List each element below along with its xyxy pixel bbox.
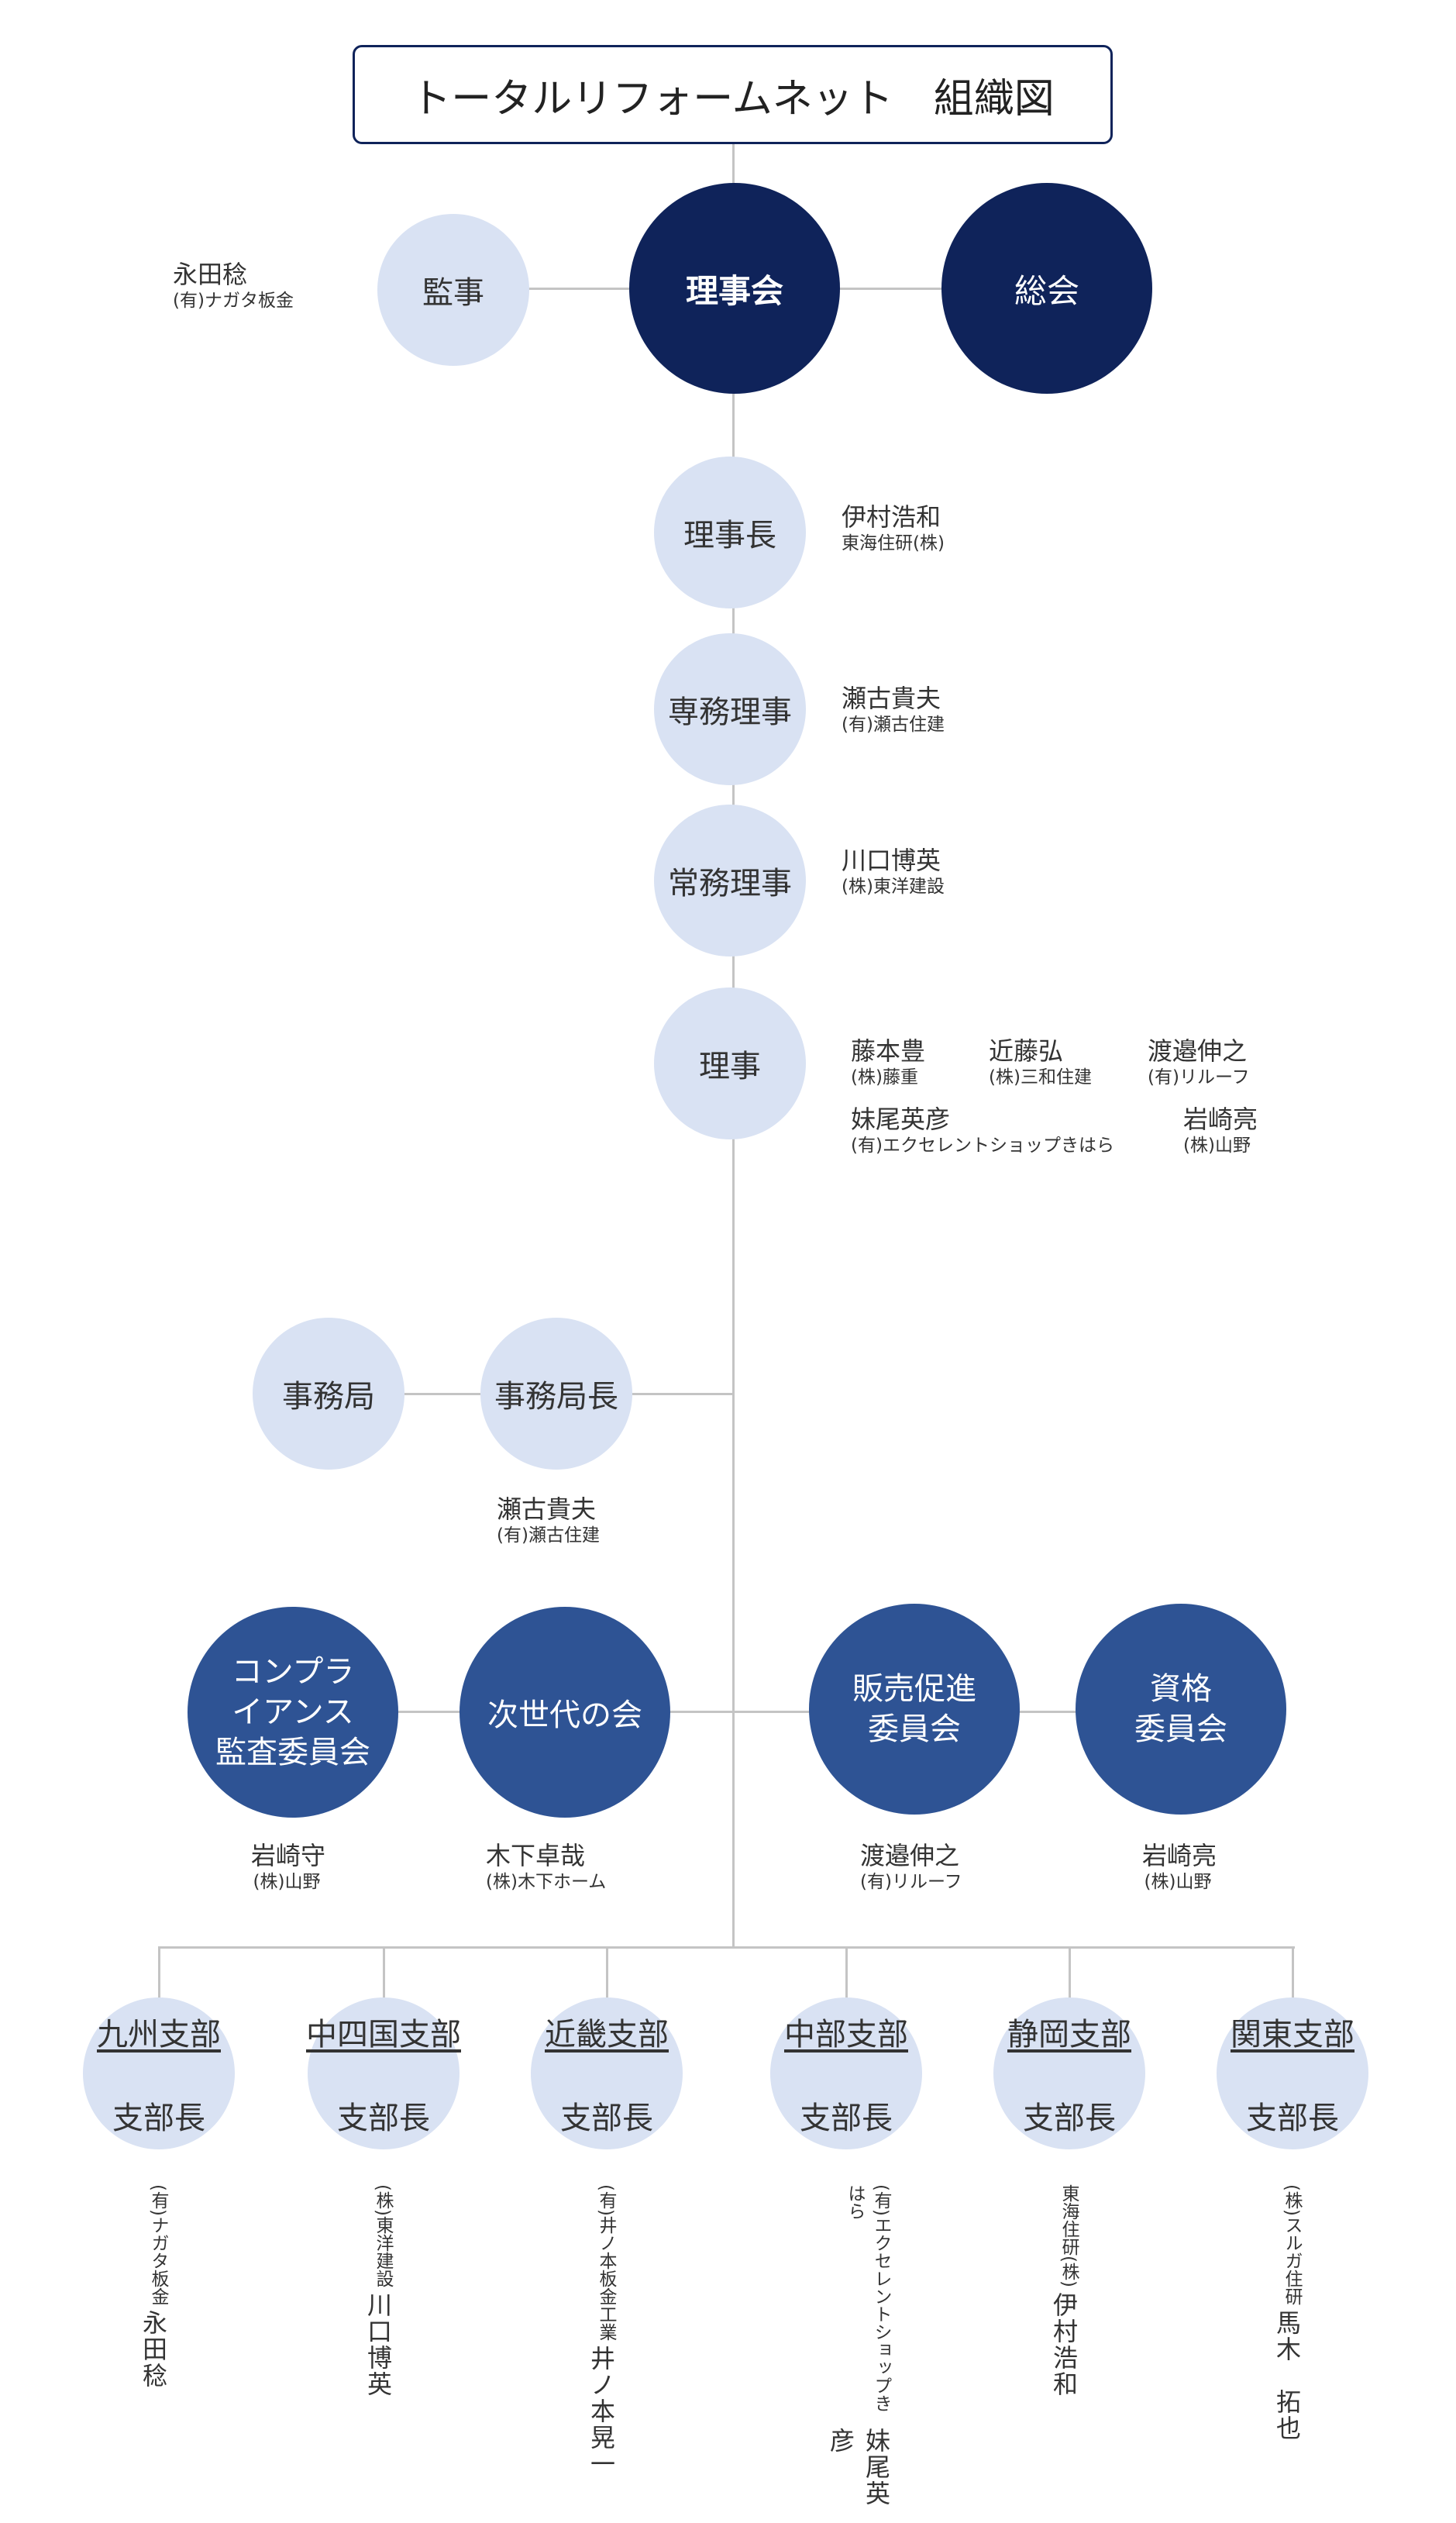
next-generation-node: 次世代の会 xyxy=(460,1607,670,1818)
director-company: (有)エクセレントショップきはら xyxy=(851,1136,1114,1156)
committee-label: 監査委員会 xyxy=(215,1735,370,1770)
committee-label: 販売促進 xyxy=(852,1671,976,1707)
branch-head-person: 東海住研(株) 伊村浩和 xyxy=(1046,2184,1082,2397)
branch-title[interactable]: 関東支部 xyxy=(1231,2017,1354,2053)
assembly-node: 総会 xyxy=(941,183,1152,394)
committee-chair-company: (株)木下ホーム xyxy=(486,1872,607,1892)
branch-drop-line xyxy=(158,1946,160,2001)
committee-chair-company: (株)山野 xyxy=(1144,1872,1212,1892)
branch-head-person: (株)東洋建設川口博英 xyxy=(360,2184,396,2397)
committee-chair-name: 岩崎亮 xyxy=(1141,1841,1217,1870)
branch-head-label: 支部長 xyxy=(1023,2101,1116,2136)
executive-director-name: 瀬古貴夫 xyxy=(842,684,941,713)
branch-node xyxy=(993,1997,1145,2149)
branch-head-person: (有)井ノ本板金工業井ノ本晃一 xyxy=(583,2184,619,2477)
branch-node xyxy=(770,1997,922,2149)
branch-drop-line xyxy=(1069,1946,1071,2001)
branch-head-company: (株)東洋建設 xyxy=(373,2184,393,2287)
auditor-node: 監事 xyxy=(377,214,529,366)
branch-head-person: (有)エクセレントショップきはら妹尾英彦 xyxy=(823,2184,894,2523)
committee-chair-name: 渡邉伸之 xyxy=(860,1841,960,1870)
committee-label: 資格 xyxy=(1150,1671,1212,1707)
page-title: トータルリフォームネット 組織図 xyxy=(353,45,1113,144)
branch-head-name: 伊村浩和 xyxy=(1049,2291,1079,2397)
committee-label: 委員会 xyxy=(868,1711,961,1747)
branch-head-person: (有)ナガタ板金永田稔 xyxy=(136,2184,171,2389)
branch-head-company: (有)ナガタ板金 xyxy=(148,2184,168,2305)
directors-node: 理事 xyxy=(654,987,806,1139)
board-node: 理事会 xyxy=(629,183,840,394)
director-name: 岩崎亮 xyxy=(1183,1105,1258,1134)
committee-label: コンプラ xyxy=(231,1654,355,1690)
branch-head-label: 支部長 xyxy=(560,2101,653,2136)
branch-connector-line xyxy=(159,1946,1295,1949)
branch-head-name: 井ノ本晃一 xyxy=(587,2345,616,2477)
branch-title[interactable]: 近畿支部 xyxy=(545,2017,669,2053)
director-name: 近藤弘 xyxy=(989,1036,1064,1066)
branch-drop-line xyxy=(1292,1946,1294,2001)
chairman-company: 東海住研(株) xyxy=(842,533,945,553)
branch-head-company: (株)スルガ住研 xyxy=(1282,2184,1302,2305)
director-company: (株)三和住建 xyxy=(989,1067,1092,1087)
branch-title[interactable]: 静岡支部 xyxy=(1007,2017,1131,2053)
branch-head-label: 支部長 xyxy=(337,2101,430,2136)
branch-node xyxy=(531,1997,683,2149)
managing-director-name: 川口博英 xyxy=(842,846,941,875)
branch-head-label: 支部長 xyxy=(800,2101,893,2136)
branch-head-label: 支部長 xyxy=(112,2101,205,2136)
branch-head-company: (有)エクセレントショップきはら xyxy=(845,2184,891,2412)
compliance-committee-node: コンプラ イアンス 監査委員会 xyxy=(188,1607,398,1818)
branch-head-company: (有)井ノ本板金工業 xyxy=(596,2184,616,2341)
managing-director-node: 常務理事 xyxy=(654,805,806,956)
branch-head-name: 永田稔 xyxy=(139,2309,168,2389)
branch-head-company: 東海住研(株) xyxy=(1058,2184,1079,2287)
branch-head-name: 妹尾英彦 xyxy=(826,2427,891,2507)
branch-head-name: 川口博英 xyxy=(363,2291,393,2397)
secretariat-node: 事務局 xyxy=(253,1318,404,1470)
director-company: (株)山野 xyxy=(1183,1136,1251,1156)
branch-node xyxy=(1217,1997,1368,2149)
qualification-committee-node: 資格 委員会 xyxy=(1076,1604,1286,1815)
sales-promotion-committee-node: 販売促進 委員会 xyxy=(809,1604,1020,1815)
managing-director-company: (株)東洋建設 xyxy=(842,877,945,897)
director-name: 渡邉伸之 xyxy=(1148,1036,1248,1066)
secretariat-head-company: (有)瀬古住建 xyxy=(497,1525,600,1546)
committee-chair-name: 木下卓哉 xyxy=(486,1841,586,1870)
branch-node xyxy=(83,1997,235,2149)
branch-head-name: 馬木 拓也 xyxy=(1272,2309,1302,2442)
branch-head-person: (株)スルガ住研馬木 拓也 xyxy=(1269,2184,1305,2442)
committee-label: 委員会 xyxy=(1134,1711,1227,1747)
chairman-node: 理事長 xyxy=(654,457,806,608)
director-name: 妹尾英彦 xyxy=(851,1105,951,1134)
secretariat-head-node: 事務局長 xyxy=(480,1318,632,1470)
branch-title[interactable]: 九州支部 xyxy=(97,2017,221,2053)
director-company: (有)リルーフ xyxy=(1148,1067,1250,1087)
branch-drop-line xyxy=(383,1946,385,2001)
auditor-name: 永田稔 xyxy=(173,260,248,289)
branch-drop-line xyxy=(606,1946,608,2001)
committee-chair-name: 岩崎守 xyxy=(250,1841,326,1870)
auditor-company: (有)ナガタ板金 xyxy=(173,291,294,311)
executive-director-company: (有)瀬古住建 xyxy=(842,715,945,735)
committee-connector-line xyxy=(293,1711,1181,1713)
secretariat-head-name: 瀬古貴夫 xyxy=(497,1494,597,1524)
branch-node xyxy=(308,1997,460,2149)
director-company: (株)藤重 xyxy=(851,1067,918,1087)
committee-chair-company: (株)山野 xyxy=(253,1872,321,1892)
chairman-name: 伊村浩和 xyxy=(842,502,941,532)
branch-title[interactable]: 中四国支部 xyxy=(306,2017,461,2053)
branch-head-label: 支部長 xyxy=(1246,2101,1339,2136)
branch-title[interactable]: 中部支部 xyxy=(784,2017,908,2053)
committee-label: イアンス xyxy=(232,1694,354,1730)
executive-director-node: 専務理事 xyxy=(654,633,806,785)
director-name: 藤本豊 xyxy=(851,1036,926,1066)
committee-chair-company: (有)リルーフ xyxy=(860,1872,962,1892)
branch-drop-line xyxy=(845,1946,848,2001)
